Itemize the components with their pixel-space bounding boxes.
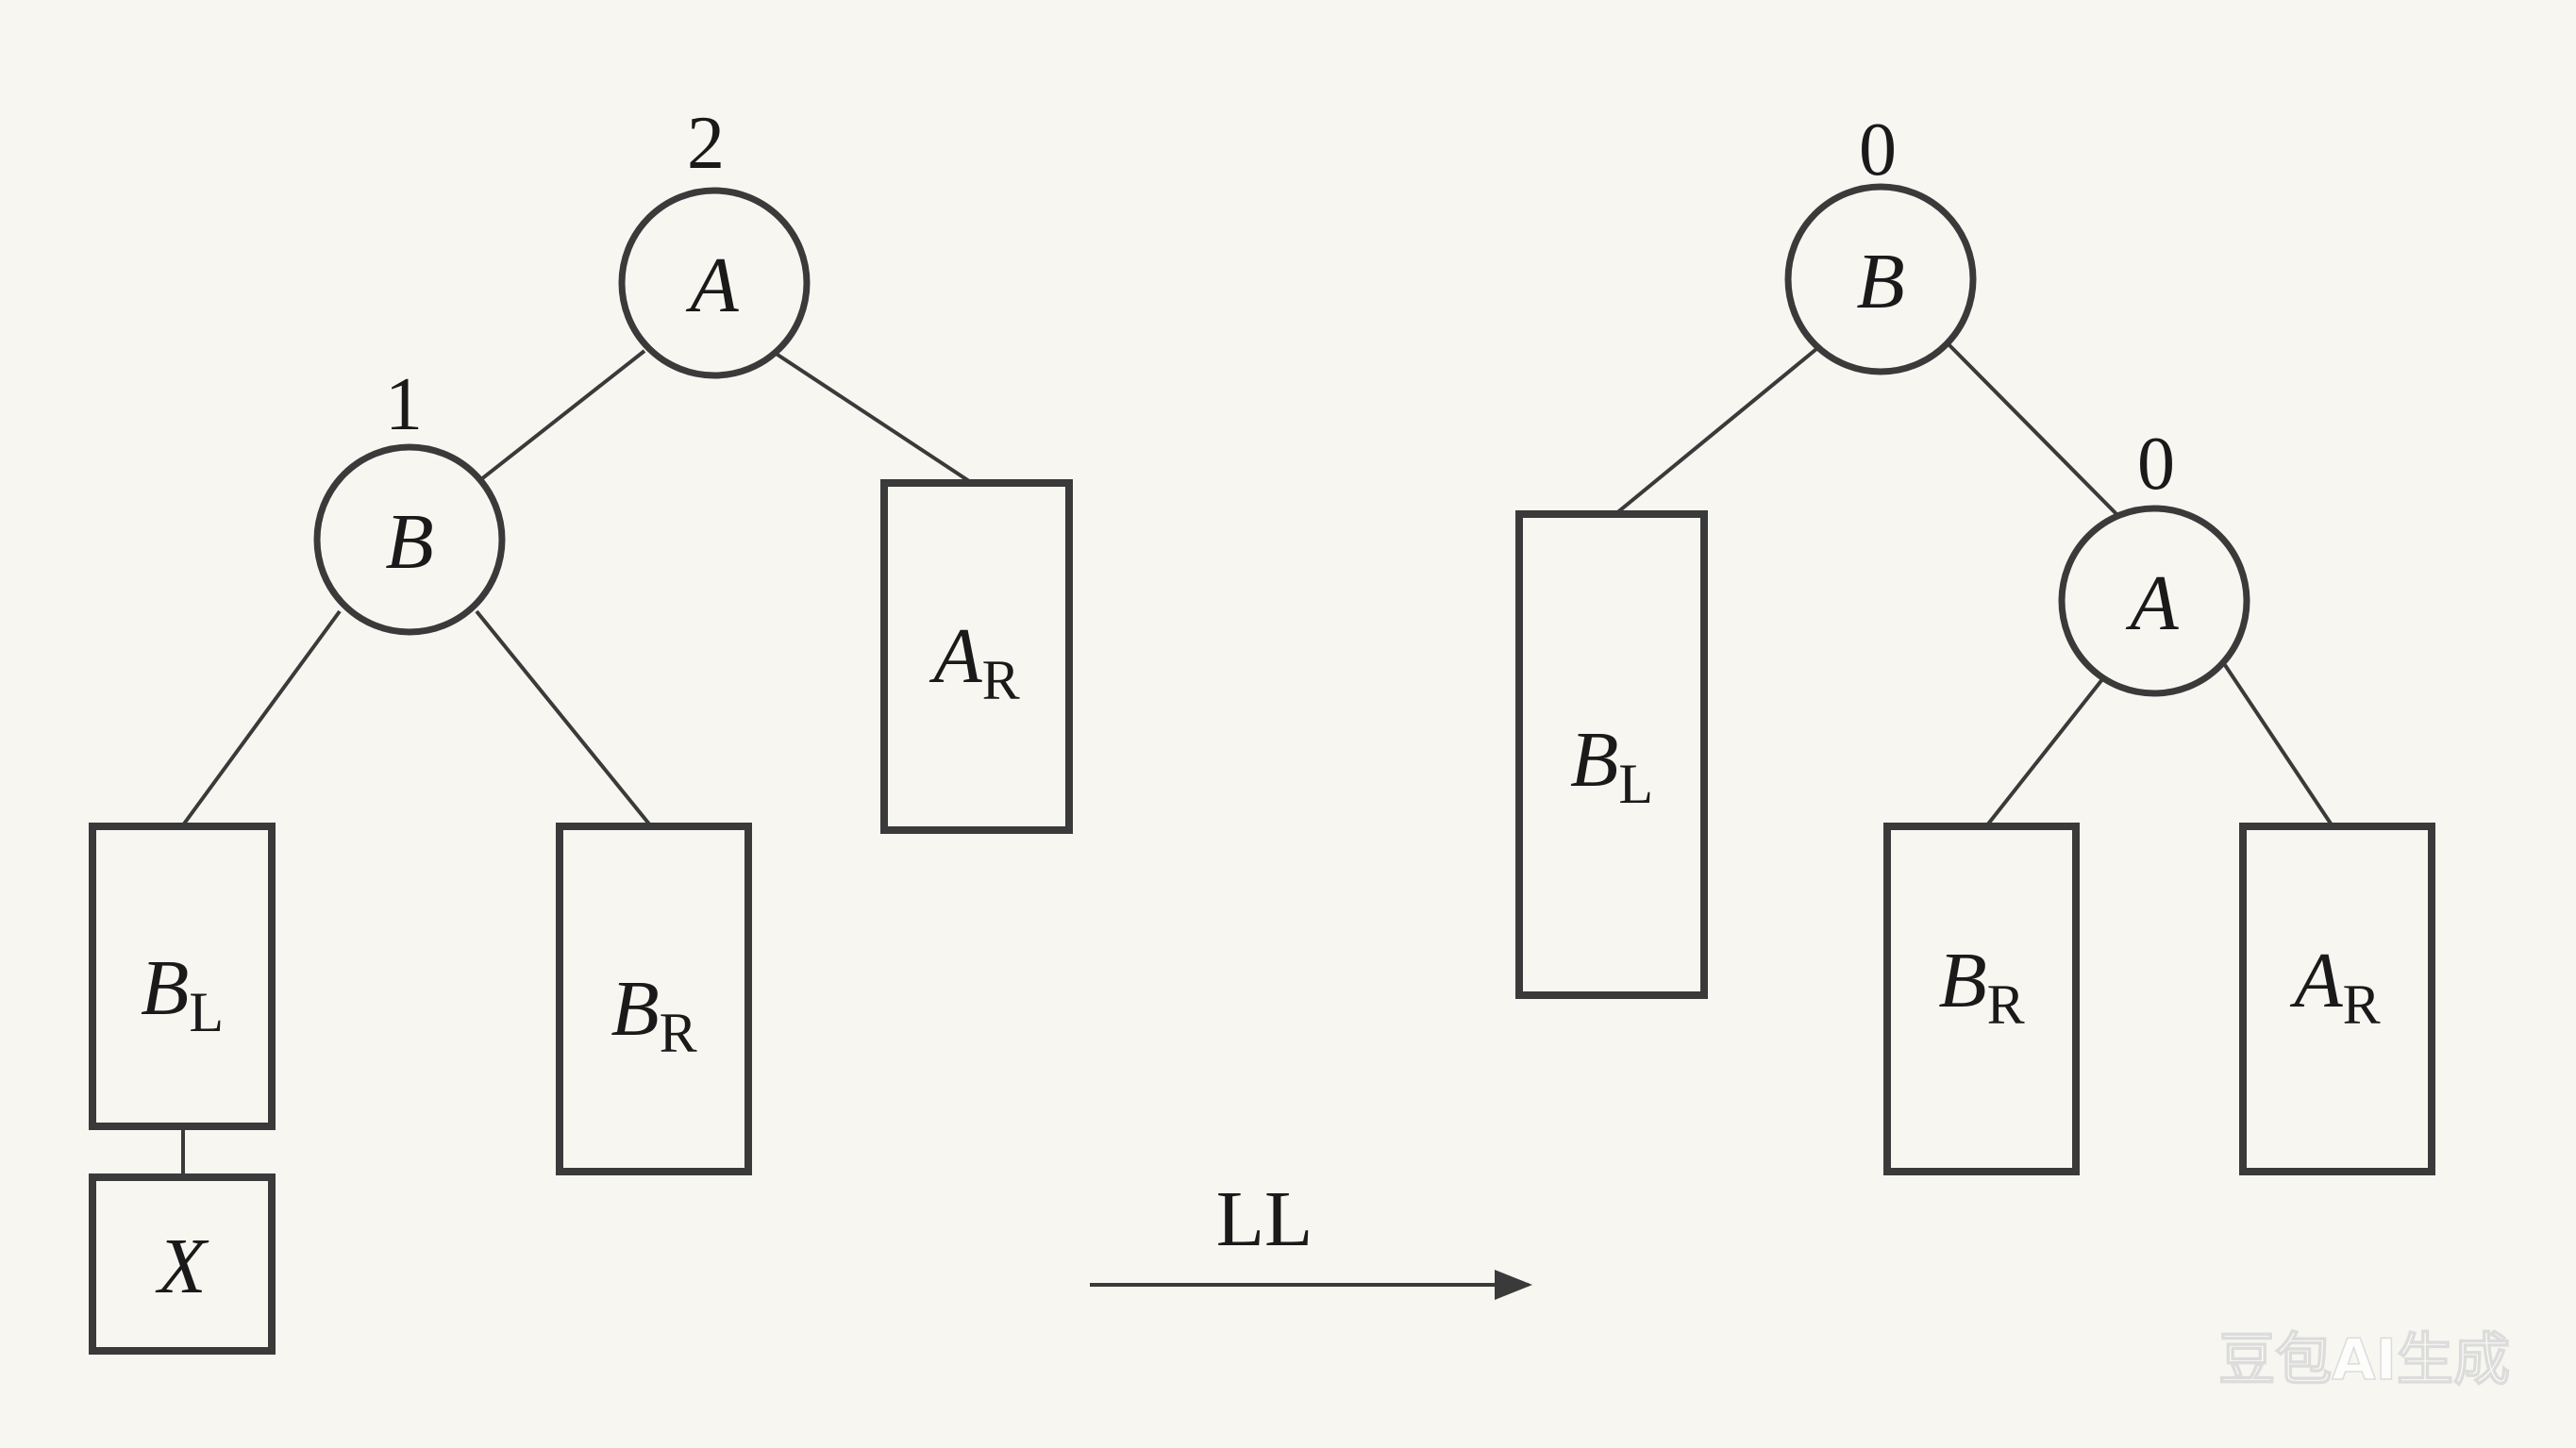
right-subtree-BL-label: BL [1570, 716, 1653, 815]
right-subtree-AR: AR [2239, 823, 2435, 1175]
right-node-A: A [2058, 505, 2250, 697]
rotation-label: LL [1216, 1175, 1313, 1263]
edge-A-AR-right [2223, 663, 2334, 828]
right-balance-A: 0 [2137, 423, 2175, 506]
left-subtree-BR: BR [556, 823, 752, 1175]
left-inserted-X: X [89, 1173, 276, 1355]
edge-A-AR [770, 349, 974, 485]
edge-A-B [475, 349, 646, 485]
left-node-B: B [313, 443, 506, 636]
edge-B-A-right [1947, 342, 2125, 523]
left-balance-A: 2 [687, 102, 725, 185]
right-tree: B 0 A 0 BL BR AR [1515, 108, 2435, 1175]
right-node-B: B [1784, 183, 1977, 375]
left-subtree-BL: BL [89, 823, 276, 1130]
right-node-A-label: A [2125, 559, 2179, 647]
left-subtree-BR-label: BR [611, 965, 696, 1064]
left-subtree-AR: AR [880, 479, 1073, 834]
left-subtree-AR-label: AR [928, 612, 1019, 711]
right-subtree-BR-label: BR [1938, 937, 2024, 1036]
edge-B-BR [475, 609, 653, 828]
ll-rotation-arrow: LL [1090, 1175, 1532, 1300]
left-inserted-X-label: X [155, 1223, 209, 1310]
left-node-B-label: B [385, 498, 433, 586]
edge-B-BL-right [1614, 347, 1818, 516]
watermark-text: 豆包AI生成 [2218, 1327, 2510, 1393]
right-subtree-AR-label: AR [2289, 937, 2380, 1036]
right-subtree-BL: BL [1515, 510, 1708, 999]
left-tree: A 2 B 1 AR BL BR X [89, 102, 1073, 1355]
edge-B-BL [180, 609, 342, 828]
left-node-A-label: A [685, 241, 739, 329]
left-subtree-BL-label: BL [141, 944, 224, 1043]
right-node-B-label: B [1856, 238, 1904, 325]
left-balance-B: 1 [385, 363, 423, 446]
left-node-A: A [618, 187, 811, 379]
right-balance-B: 0 [1859, 108, 1897, 191]
right-subtree-BR: BR [1883, 823, 2080, 1175]
edge-A-BR-right [1984, 663, 2116, 828]
